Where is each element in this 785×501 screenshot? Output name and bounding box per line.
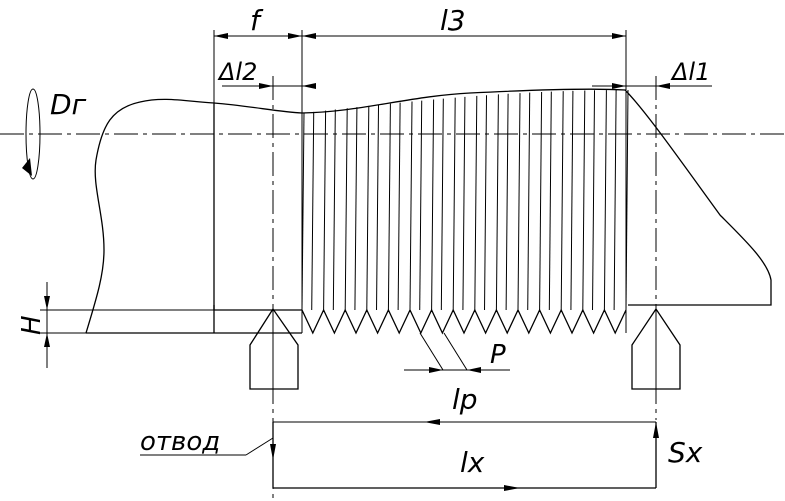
thread-flank-line [625,89,629,311]
thread-flank-line [323,110,327,311]
dimension-h [40,282,214,368]
thread-flank-line [517,93,521,311]
thread-flank-line [592,90,596,311]
label-f: f [250,4,264,37]
thread-flank-line [409,101,413,311]
dimension-delta-l1 [592,83,712,89]
dimension-delta-l2 [222,83,316,89]
thread-flank-line [474,95,478,311]
thread-flank-line [495,94,499,311]
thread-flank-line [505,93,509,311]
otvod-leader-diag [245,437,274,456]
thread-flank-line [548,91,552,311]
thread-flank-line [366,105,370,311]
thread-flank-line [452,97,456,311]
label-lx: lx [460,446,485,479]
thread-flank-line [440,98,444,311]
thread-flank-line [344,108,348,311]
thread-flank-line [431,99,435,311]
thread-flank-line [603,90,607,311]
thread-flank-line [387,103,391,311]
label-l3: l3 [440,4,466,37]
dimension-f [214,33,302,39]
label-d-g: Dг [50,88,87,121]
thread-flank-line [484,95,488,311]
label-delta-l1: Δl1 [670,58,710,86]
thread-teeth [301,308,627,335]
thread-flank-line [527,92,531,311]
thread-flank-line [311,111,315,311]
thread-flank-line [570,90,574,311]
dimension-l3 [302,33,626,39]
thread-flank-line [354,107,358,311]
label-p: P [490,340,506,370]
dimension-lp [273,419,656,425]
thread-flank-line [539,91,543,311]
label-h: H [17,315,47,335]
thread-flank-line [332,109,336,311]
dimension-p [404,332,510,373]
thread-flank-line [462,96,466,311]
workpiece-outline [85,88,772,334]
thread-flank-line [560,91,564,311]
thread-flank-line [301,112,305,311]
thread-flank-line [419,100,423,311]
rotation-arrow-icon [22,88,41,180]
label-lp: lp [452,383,478,416]
label-delta-l2: Δl2 [217,58,257,86]
thread-flank-line [397,102,401,311]
thread-flank-line [613,90,617,311]
tool-path [270,422,659,491]
label-sx: Sx [668,436,703,469]
thread-profile [301,89,629,335]
thread-flank-line [582,90,586,311]
label-otvod: отвод [140,427,220,457]
thread-flank-line [376,104,380,311]
cutter-left [249,307,299,390]
